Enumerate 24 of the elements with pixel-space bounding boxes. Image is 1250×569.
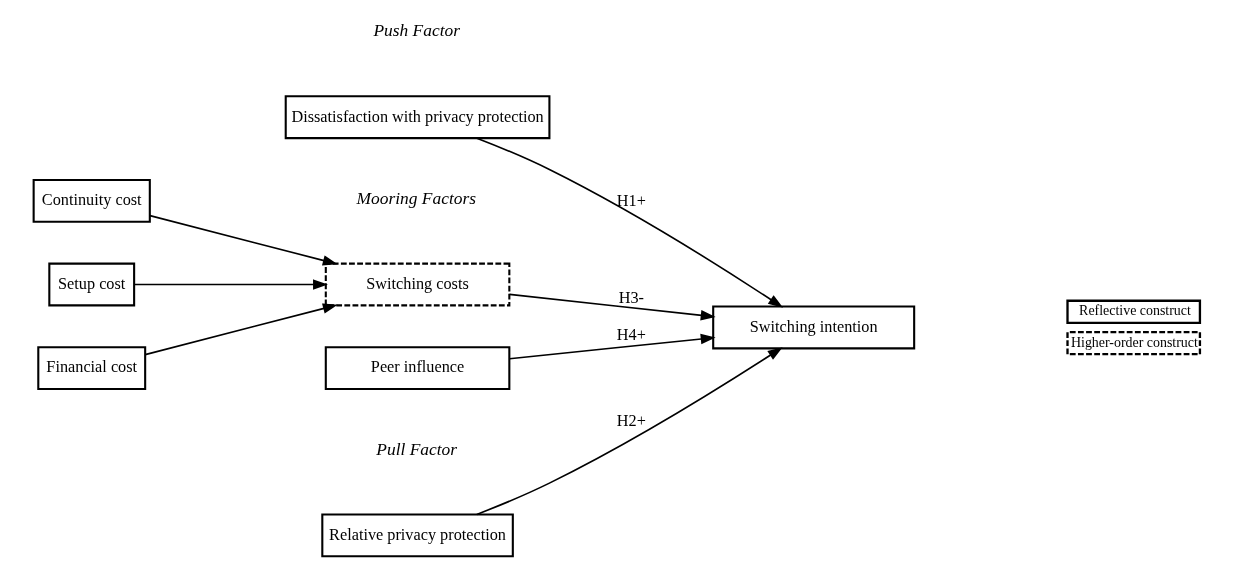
label: Pull Factor (375, 438, 457, 459)
node-box: Setup cost (47, 262, 135, 307)
node-box: Switching intention (711, 305, 915, 350)
node-box: Financial cost (36, 346, 146, 391)
label: Mooring Factors (356, 187, 476, 208)
node-box: Dissatisfaction with privacy protection (284, 95, 550, 140)
edge-label: H4+ (616, 326, 646, 345)
edge-label: H1+ (616, 191, 646, 210)
arrow (508, 293, 716, 321)
arrow (132, 279, 328, 290)
arrow (475, 137, 783, 308)
node-box: Relative privacy protection (320, 513, 514, 558)
node-box: Peer influence (324, 346, 510, 391)
label: Push Factor (372, 20, 460, 41)
edge-label: H3- (618, 289, 644, 308)
edge-label: H2+ (616, 412, 646, 431)
legend-label: Higher-order construct (1070, 334, 1198, 350)
legend-label: Reflective construct (1078, 303, 1191, 319)
arrow (508, 333, 716, 360)
node-box: Switching costs (324, 262, 510, 307)
arrow (475, 347, 783, 516)
node-box: Continuity cost (32, 178, 151, 223)
arrow (148, 214, 338, 266)
arrow (143, 303, 338, 356)
